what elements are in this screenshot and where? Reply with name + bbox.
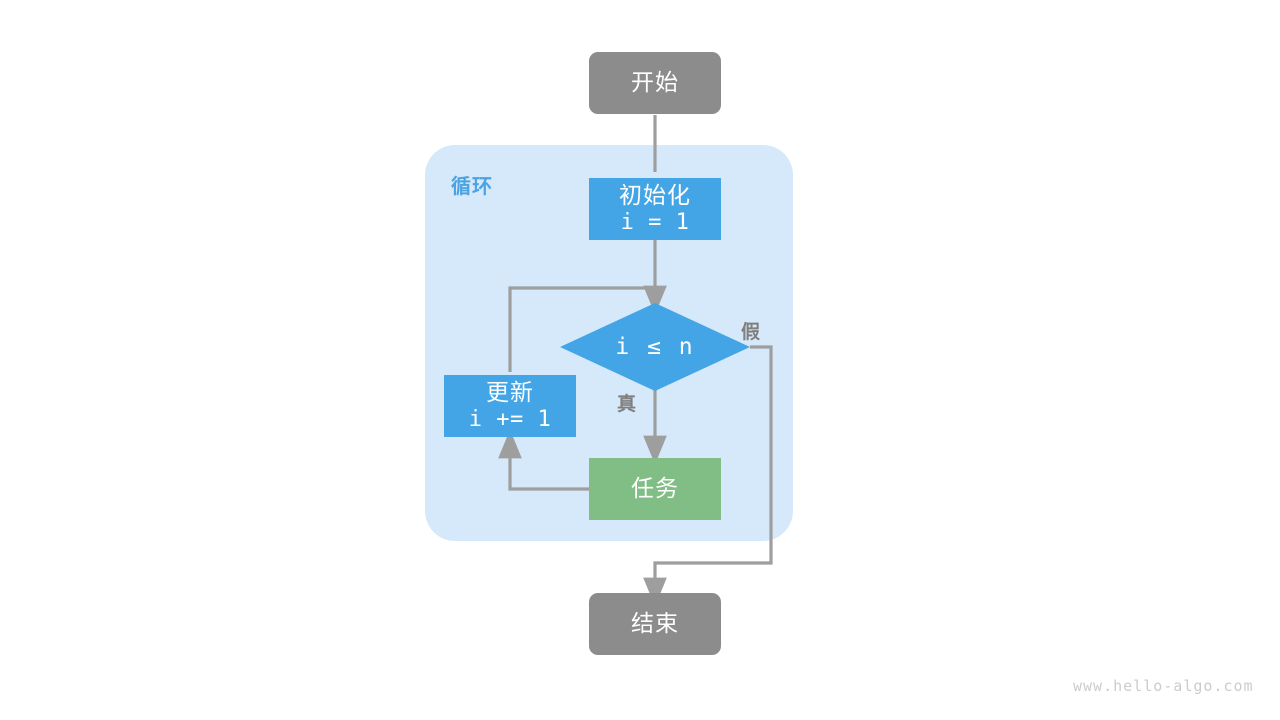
node-start-label: 开始 [631,69,679,96]
condition-diamond-shape [560,303,750,391]
node-initialize[interactable]: 初始化 i = 1 [589,178,721,240]
node-task-label: 任务 [631,475,679,502]
node-end[interactable]: 结束 [589,593,721,655]
edge-label-false: 假 [741,322,761,343]
edge-update-to-condition [508,286,655,372]
node-initialize-code: i = 1 [620,209,690,235]
edge-task-to-update [498,429,589,491]
node-start[interactable]: 开始 [589,52,721,114]
node-initialize-label: 初始化 [619,182,691,209]
node-task[interactable]: 任务 [589,458,721,520]
node-update[interactable]: 更新 i += 1 [444,375,576,437]
watermark: www.hello-algo.com [1073,677,1254,695]
edge-label-true: 真 [617,394,637,415]
node-update-code: i += 1 [468,406,552,432]
node-update-label: 更新 [486,379,534,406]
node-end-label: 结束 [631,610,679,637]
loop-container-label: 循环 [451,176,493,198]
edge-condition-false-to-end [643,345,773,607]
